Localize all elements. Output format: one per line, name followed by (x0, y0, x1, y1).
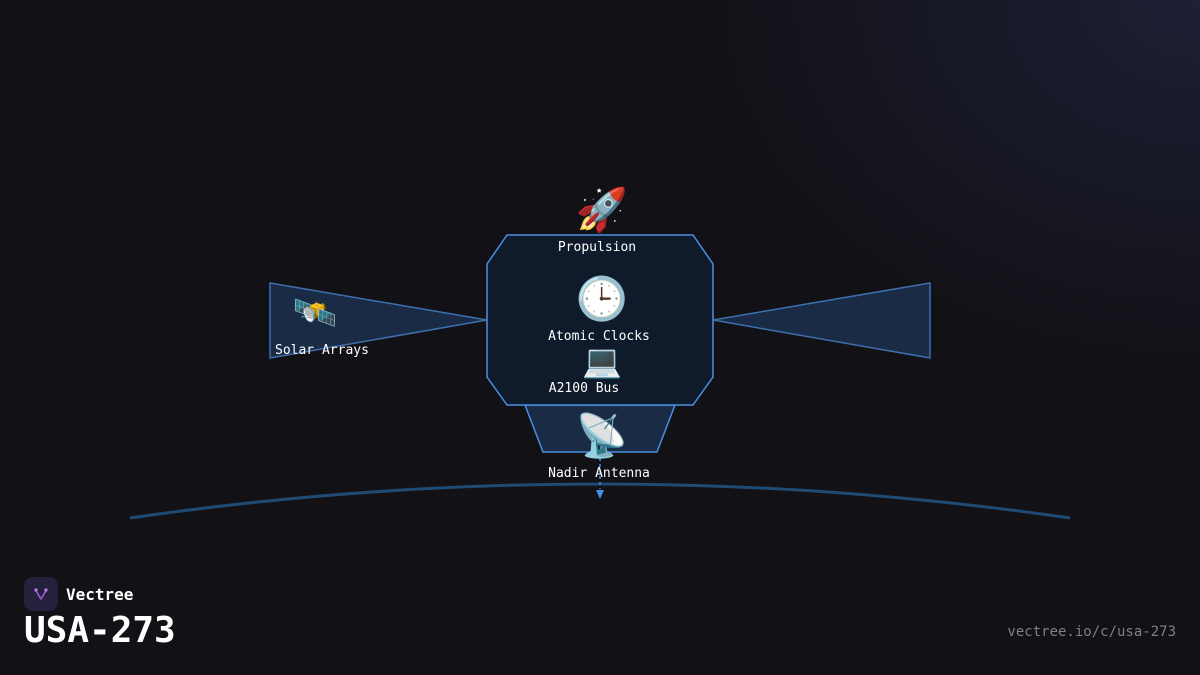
nadir-antenna-label: Nadir Antenna (548, 466, 650, 481)
brand-name: Vectree (66, 584, 134, 604)
nadir-arrow-icon (596, 490, 604, 499)
atomic-clocks-label: Atomic Clocks (548, 329, 650, 344)
clock-icon: 🕒 (576, 274, 628, 323)
rocket-icon: 🚀 (576, 185, 628, 234)
solar-arrays-label: Solar Arrays (275, 343, 369, 358)
satellite-icon: 🛰️ (293, 293, 338, 334)
solar-panel-left[interactable] (269, 282, 488, 359)
brand: Vectree (24, 577, 133, 611)
earth-horizon-arc (129, 482, 1071, 520)
satellite-dish-icon: 📡 (576, 409, 628, 460)
propulsion-label: Propulsion (558, 240, 636, 255)
vectree-logo-icon (24, 577, 58, 611)
laptop-icon: 💻 (582, 342, 622, 380)
source-url[interactable]: vectree.io/c/usa-273 (1007, 624, 1176, 640)
page-title: USA-273 (24, 610, 176, 651)
solar-panel-right[interactable] (712, 282, 931, 359)
bus-label: A2100 Bus (549, 381, 619, 396)
satellite-bus-body[interactable] (486, 234, 714, 406)
